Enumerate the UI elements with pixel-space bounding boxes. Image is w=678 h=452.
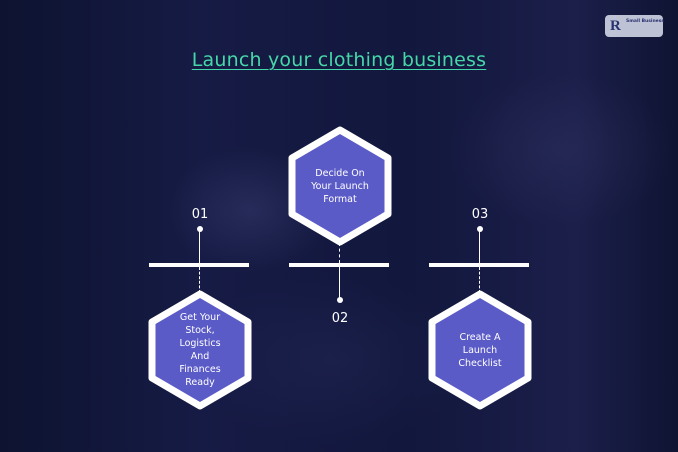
step-2-bar xyxy=(289,263,389,267)
logo-brand: Small Business xyxy=(626,19,665,24)
step-1-label: Get Your Stock, Logistics And Finances R… xyxy=(179,312,221,388)
step-2-hexagon: Decide On Your Launch Format xyxy=(288,126,392,246)
step-1-bar xyxy=(149,263,249,267)
step-3-number: 03 xyxy=(471,207,489,222)
step-2-number: 02 xyxy=(331,311,349,326)
step-1-dot xyxy=(197,226,203,232)
step-2-connector-top xyxy=(339,243,340,263)
step-3-hexagon: Create A Launch Checklist xyxy=(428,290,532,410)
page-title: Launch your clothing business xyxy=(191,49,487,71)
logo-mark: R xyxy=(610,18,621,34)
step-3-connector-top xyxy=(479,230,480,263)
step-1-hexagon: Get Your Stock, Logistics And Finances R… xyxy=(148,290,252,410)
company-logo: R Small Business xyxy=(605,15,665,37)
step-1-connector-bottom xyxy=(199,267,200,293)
step-1-number: 01 xyxy=(191,207,209,222)
step-2-dot xyxy=(337,297,343,303)
step-3-connector-bottom xyxy=(479,267,480,293)
step-3-bar xyxy=(429,263,529,267)
step-3-label: Create A Launch Checklist xyxy=(458,331,502,369)
step-3-dot xyxy=(477,226,483,232)
step-2-label: Decide On Your Launch Format xyxy=(311,167,369,205)
step-2-connector-bottom xyxy=(339,267,340,299)
step-1-connector-top xyxy=(199,230,200,263)
